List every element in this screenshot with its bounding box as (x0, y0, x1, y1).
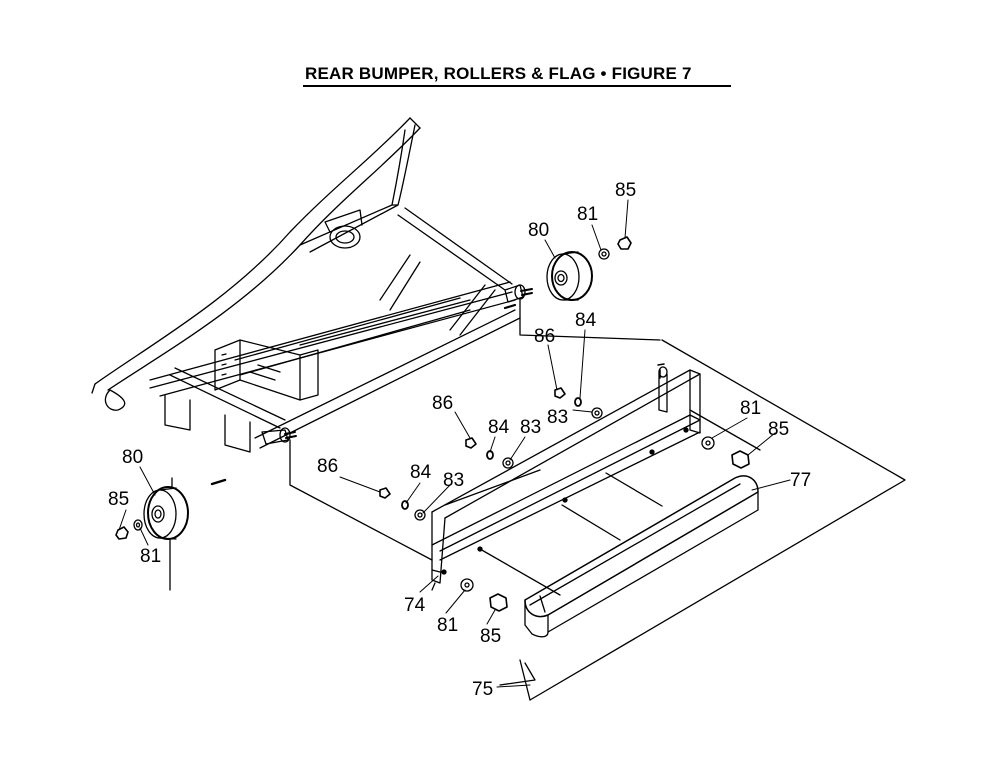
callout-80-right: 80 (528, 220, 549, 241)
flag-panel (499, 339, 906, 701)
title-underline (303, 85, 731, 87)
callout-85-right: 85 (615, 180, 636, 201)
callout-85-bumper-left: 85 (480, 626, 501, 647)
callout-84-c: 84 (575, 310, 597, 331)
callout-labels: 80 85 81 80 81 85 86 84 83 86 84 83 86 8… (108, 180, 811, 700)
bumper-frame (431, 363, 701, 584)
callout-83-a: 83 (443, 470, 464, 491)
mower-body (91, 117, 421, 411)
callout-84-a: 84 (410, 462, 432, 483)
callout-77: 77 (790, 470, 811, 491)
callout-81-bumper-right: 81 (740, 398, 761, 419)
callout-75: 75 (472, 679, 493, 700)
deck-frame (149, 207, 533, 486)
figure-title: REAR BUMPER, ROLLERS & FLAG • FIGURE 7 (305, 64, 692, 83)
callout-81-bumper-left: 81 (437, 615, 458, 636)
callout-74: 74 (404, 595, 426, 616)
hardware (115, 236, 750, 612)
callout-81-left: 81 (140, 546, 161, 567)
callout-83-c: 83 (547, 407, 568, 428)
right-roller (546, 251, 593, 301)
leader-lines (118, 199, 791, 688)
callout-80-left: 80 (122, 447, 143, 468)
callout-85-bumper-right: 85 (768, 419, 789, 440)
callout-83-b: 83 (520, 417, 541, 438)
callout-85-left: 85 (108, 489, 129, 510)
projection-lines (169, 299, 761, 596)
callout-86-c: 86 (534, 326, 555, 347)
callout-86-b: 86 (432, 393, 453, 414)
bumper-pad (524, 475, 759, 638)
callout-84-b: 84 (488, 417, 510, 438)
callout-86-a: 86 (317, 456, 338, 477)
callout-81-right: 81 (577, 204, 598, 225)
left-roller (143, 486, 189, 540)
